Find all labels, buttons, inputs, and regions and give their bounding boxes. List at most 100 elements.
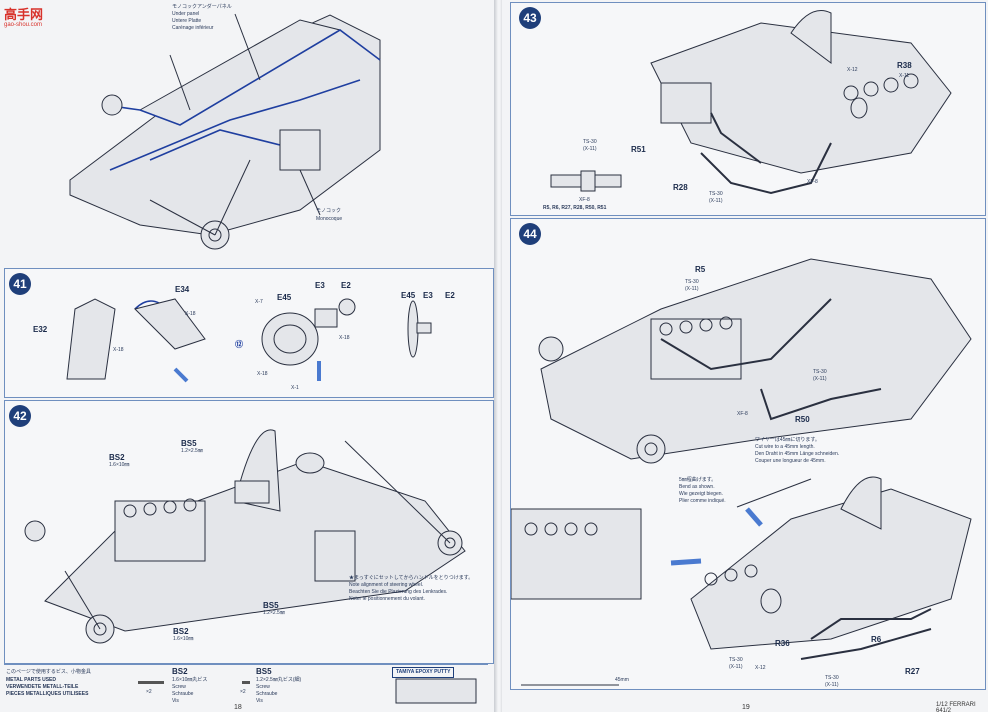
s43-r28: R28: [673, 183, 688, 192]
s44-ts30d-x11: (X-11): [825, 682, 839, 688]
parts-bs5-de: Schraube: [256, 691, 278, 697]
watermark-url: gao-shou.com: [4, 22, 43, 28]
s43-ts30: TS-30: [583, 139, 597, 145]
parts-bs2-de: Schraube: [172, 691, 194, 697]
s44-ts30: TS-30: [685, 279, 699, 285]
screw-bs2-icon: [138, 681, 164, 684]
bend-note-jp: 5㎜程曲げます。: [679, 477, 717, 483]
part-e32: E32: [33, 325, 48, 334]
bs5-size: 1.2×2.5㎜: [181, 448, 203, 454]
step-41-illustration: [66, 298, 432, 383]
s43-xf8: XF-8: [579, 197, 590, 203]
bend-note: 5㎜程曲げます。 Bend as shown. Wie gezeigt bieg…: [679, 477, 789, 505]
page-number-right: 19: [742, 704, 750, 711]
monocoque-label-jp: モノコック: [316, 208, 342, 214]
s43-r51: R51: [631, 145, 646, 154]
bs2-label-b: BS2: [173, 627, 189, 636]
s43-x12: X-12: [847, 67, 858, 73]
step-41-panel: 41 E34 E32 E45 E3 E2 E45 E3 E2 X-7 X-18 …: [4, 268, 494, 398]
wire-note: ワイヤーは45㎜に切ります。 Cut wire to a 45mm length…: [755, 437, 895, 465]
monocoque-illustration: [69, 13, 381, 250]
s43-r38: R38: [897, 61, 912, 70]
parts-used-en: METAL PARTS USED: [6, 677, 57, 683]
bs5-size-b: 1.2×2.5㎜: [263, 610, 285, 616]
step-42-illustration: [24, 429, 466, 644]
wire-note-jp: ワイヤーは45㎜に切ります。: [755, 437, 820, 443]
page-number-left: 18: [234, 704, 242, 711]
metal-parts-used: このページで使用するビス、小物金具 METAL PARTS USED VERWE…: [4, 664, 488, 709]
step-43-badge: 43: [519, 7, 541, 29]
bend-note-de: Wie gezeigt biegen.: [679, 491, 723, 497]
steering-note-fr: Noter le positionnement du volant.: [349, 596, 425, 602]
s43-xf8b: XF-8: [807, 179, 818, 185]
putty-illustration: [395, 678, 477, 704]
wire-note-de: Den Draht in 45mm Länge schneiden.: [755, 451, 840, 457]
step-41-badge: 41: [9, 273, 31, 295]
s44-r36: R36: [775, 639, 790, 648]
parts-bs2-desc: 1.6×10㎜丸ビス: [172, 677, 208, 683]
s44-ts30d: TS-30: [825, 675, 839, 681]
s43-ts30b: TS-30: [709, 191, 723, 197]
steering-note-en: Note alignment of steering wheel.: [349, 582, 424, 588]
steering-note: ★まっすぐにセットしてからハンドルをとりつけます。 Note alignment…: [349, 575, 489, 603]
under-panel-label-fr: Carénage inférieur: [172, 25, 214, 31]
part-e2: E2: [341, 281, 351, 290]
screw-x18-4: X-18: [339, 335, 350, 341]
epoxy-putty-badge: TAMIYA EPOXY PUTTY: [392, 667, 455, 678]
step-42-panel: 42 BS2 1.6×10㎜ BS5 1.2×2.5㎜ BS5 1.2×2.5㎜…: [4, 400, 494, 664]
bs5-label: BS5: [181, 439, 197, 448]
s44-r50: R50: [795, 415, 810, 424]
parts-used-fr: PIECES METALLIQUES UTILISEES: [6, 691, 89, 697]
part-e34: E34: [175, 285, 190, 294]
under-panel-label-en: Under panel: [172, 11, 200, 17]
circled-12: ⑫: [235, 340, 243, 349]
step-44-badge: 44: [519, 223, 541, 245]
step-42-badge: 42: [9, 405, 31, 427]
steering-note-jp: ★まっすぐにセットしてからハンドルをとりつけます。: [349, 575, 474, 581]
bend-note-fr: Plier comme indiqué.: [679, 498, 726, 504]
bs2-label: BS2: [109, 453, 125, 462]
step-44-illustration: [511, 258, 972, 686]
parts-used-de: VERWENDETE METALL-TEILE: [6, 684, 79, 690]
parts-bs5-code: BS5: [256, 667, 272, 676]
monocoque-label-en: Monocoque: [316, 216, 343, 222]
screw-x18-3: X-18: [257, 371, 268, 377]
part-x7: X-7: [255, 299, 263, 305]
s43-ts30-x11: (X-11): [583, 146, 597, 152]
screw-x18-1: X-18: [185, 311, 196, 317]
bend-note-en: Bend as shown.: [679, 484, 715, 490]
step-44-panel: 44: [510, 218, 986, 690]
parts-used-jp: このページで使用するビス、小物金具: [6, 669, 91, 675]
s44-ts30c-x11: (X-11): [729, 664, 743, 670]
screw-x18-2: X-18: [113, 347, 124, 353]
s44-ts30-x11: (X-11): [685, 286, 699, 292]
parts-bs2-qty: ×2: [146, 689, 152, 695]
bs2-size-b: 1.6×10㎜: [173, 636, 194, 642]
wire-note-en: Cut wire to a 45mm length.: [755, 444, 815, 450]
s44-x12: X-12: [755, 665, 766, 671]
s44-r6: R6: [871, 635, 882, 644]
steering-note-de: Beachten Sie die Plazierung des Lenkrade…: [349, 589, 448, 595]
part-e2-b: E2: [445, 291, 455, 300]
parts-bs5-fr: Vis: [256, 698, 263, 704]
screw-bs5-icon: [242, 681, 250, 684]
parts-bs2-code: BS2: [172, 667, 188, 676]
s44-scale: 45mm: [615, 677, 629, 683]
s43-parts-list: R5, R6, R27, R28, R50, R51: [543, 205, 607, 211]
wire-note-fr: Couper une longueur de 45mm.: [755, 458, 826, 464]
part-e45: E45: [277, 293, 292, 302]
s44-r27: R27: [905, 667, 920, 676]
s44-xf8: XF-8: [737, 411, 748, 417]
footer-model-name: 1/12 FERRARI 641/2: [936, 702, 976, 712]
screw-x1: X-1: [291, 385, 299, 391]
s44-r5: R5: [695, 265, 706, 274]
part-e45-b: E45: [401, 291, 416, 300]
step-43-illustration: [550, 10, 952, 195]
parts-bs5-screw: Screw: [256, 684, 270, 690]
step-43-panel: 43 X-12 R38 X-11 TS-30 (X-11) XF-8 R51 R…: [510, 2, 986, 216]
left-page: 高手网 gao-shou.com モノコックアンダーパネル Under pane…: [4, 4, 494, 711]
parts-bs2-fr: Vis: [172, 698, 179, 704]
s44-ts30c: TS-30: [729, 657, 743, 663]
book-gutter: [494, 0, 504, 712]
under-panel-label-jp: モノコックアンダーパネル: [172, 4, 232, 10]
